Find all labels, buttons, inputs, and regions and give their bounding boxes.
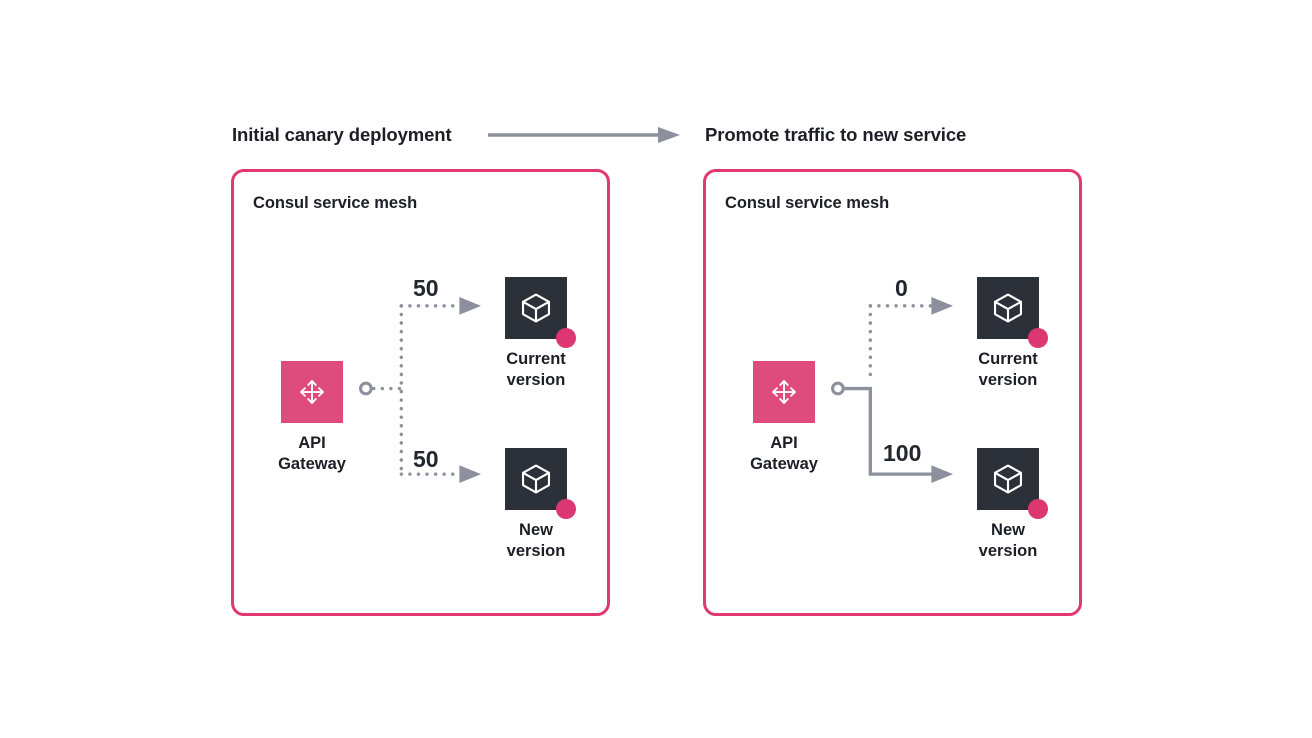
panel-initial-canary: Consul service mesh 50 50 xyxy=(231,169,610,616)
panel-label-consul-service-mesh: Consul service mesh xyxy=(725,194,890,212)
node-api-gateway[interactable]: API Gateway xyxy=(278,361,346,473)
edge-weight-current-initial: 50 xyxy=(413,275,439,301)
status-dot-current-version xyxy=(556,328,576,348)
node-api-gateway[interactable]: API Gateway xyxy=(750,361,818,473)
cube-icon xyxy=(993,464,1023,494)
status-dot-new-version xyxy=(556,499,576,519)
panel-promote-traffic: Consul service mesh 0 100 xyxy=(703,169,1082,616)
node-new-version[interactable]: New version xyxy=(505,448,576,560)
panel-label-consul-service-mesh: Consul service mesh xyxy=(253,194,418,212)
cube-icon xyxy=(993,293,1023,323)
arrow-right-icon xyxy=(488,127,680,143)
cube-icon xyxy=(521,293,551,323)
status-dot-current-version xyxy=(1028,328,1048,348)
status-dot-new-version xyxy=(1028,499,1048,519)
move-arrows-icon xyxy=(299,379,324,404)
node-caption-current-version: Current version xyxy=(506,350,566,390)
node-caption-current-version: Current version xyxy=(978,350,1038,390)
node-current-version[interactable]: Current version xyxy=(505,277,576,389)
node-current-version[interactable]: Current version xyxy=(977,277,1048,389)
node-caption-api-gateway: API Gateway xyxy=(278,434,346,474)
edge-weight-new-initial: 50 xyxy=(413,446,439,472)
node-caption-new-version: New version xyxy=(978,521,1038,561)
node-caption-new-version: New version xyxy=(506,521,566,561)
move-arrows-icon xyxy=(771,379,796,404)
stage-heading-initial: Initial canary deployment xyxy=(232,124,452,145)
edge-weight-new-promoted: 100 xyxy=(883,440,922,466)
node-caption-api-gateway: API Gateway xyxy=(750,434,818,474)
node-new-version[interactable]: New version xyxy=(977,448,1048,560)
edge-weight-current-promoted: 0 xyxy=(895,275,908,301)
cube-icon xyxy=(521,464,551,494)
stage-heading-promoted: Promote traffic to new service xyxy=(705,124,967,145)
